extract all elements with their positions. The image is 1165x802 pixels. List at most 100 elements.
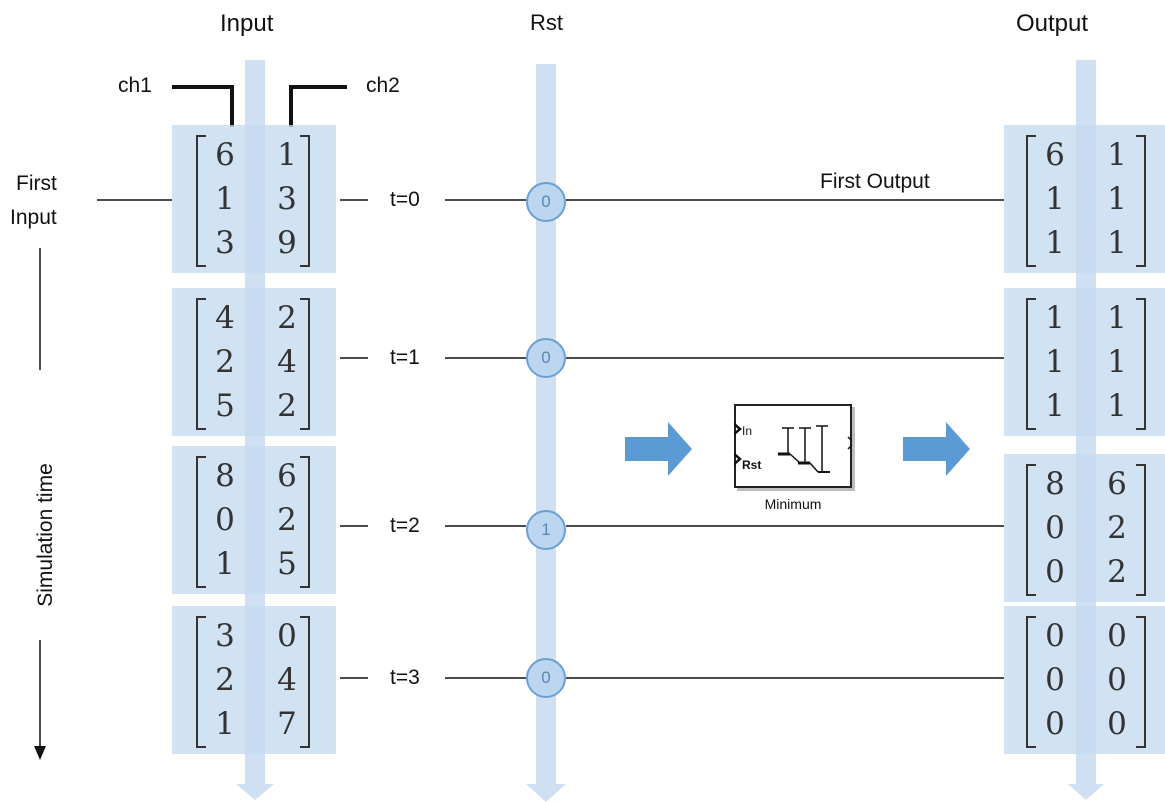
block-port-rst: Rst (742, 458, 762, 472)
matrix-column-ch2: 2 4 2 (264, 288, 310, 436)
output-timeline-arrowhead (1068, 784, 1104, 800)
bracket-right (300, 456, 310, 588)
matrix-cell: 7 (277, 706, 297, 742)
rst-timeline (536, 64, 556, 788)
matrix-cell: 5 (277, 546, 297, 582)
matrix-cell: 1 (1107, 225, 1127, 261)
matrix-column-ch1: 3 2 1 (202, 606, 248, 754)
matrix-column-ch2: 0 4 7 (264, 606, 310, 754)
matrix-cell: 6 (1107, 466, 1127, 502)
output-header: Output (1016, 10, 1089, 37)
bracket-right (300, 616, 310, 748)
output-matrix-t1: 1 1 1 1 1 1 (1004, 288, 1165, 436)
matrix-cell: 3 (215, 225, 235, 261)
matrix-cell: 0 (215, 502, 235, 538)
input-matrix-t1: 4 2 5 2 4 2 (172, 288, 336, 436)
matrix-cell: 0 (1045, 618, 1065, 654)
matrix-cell: 1 (1045, 225, 1065, 261)
matrix-column-ch2: 1 3 9 (264, 125, 310, 273)
input-matrix-t2: 8 0 1 6 2 5 (172, 446, 336, 594)
matrix-cell: 0 (1045, 554, 1065, 590)
matrix-cell: 4 (277, 344, 297, 380)
matrix-cell: 4 (277, 662, 297, 698)
ch2-connector (289, 85, 347, 127)
matrix-cell: 1 (1107, 344, 1127, 380)
matrix-cell: 2 (215, 662, 235, 698)
matrix-cell: 6 (1045, 137, 1065, 173)
matrix-column-ch2: 6 2 5 (264, 446, 310, 594)
matrix-cell: 1 (1045, 181, 1065, 217)
bracket-left (196, 135, 206, 267)
minimum-block-label: Minimum (764, 496, 822, 512)
time-label-t3: t=3 (390, 666, 420, 689)
ch1-label: ch1 (118, 74, 152, 97)
matrix-column-ch1: 6 1 1 (1032, 125, 1078, 273)
matrix-cell: 1 (277, 137, 297, 173)
minimum-block: In Rst (734, 404, 852, 488)
matrix-cell: 8 (215, 458, 235, 494)
matrix-cell: 0 (1045, 510, 1065, 546)
bracket-right (300, 298, 310, 430)
ch1-connector (172, 85, 234, 127)
matrix-cell: 1 (1107, 388, 1127, 424)
input-matrix-t3: 3 2 1 0 4 7 (172, 606, 336, 754)
time-label-t0: t=0 (390, 188, 420, 211)
matrix-cell: 2 (277, 502, 297, 538)
block-port-in: In (742, 424, 753, 438)
matrix-column-ch2: 6 2 2 (1094, 454, 1140, 602)
matrix-cell: 1 (1045, 388, 1065, 424)
matrix-cell: 9 (277, 225, 297, 261)
rst-value-t3: 0 (526, 658, 566, 698)
matrix-cell: 1 (1045, 344, 1065, 380)
simulation-time-label: Simulation time (34, 463, 57, 607)
output-matrix-t0: 6 1 1 1 1 1 (1004, 125, 1165, 273)
matrix-column-ch1: 0 0 0 (1032, 606, 1078, 754)
bracket-right (1136, 464, 1146, 596)
matrix-cell: 3 (277, 181, 297, 217)
matrix-column-ch1: 6 1 3 (202, 125, 248, 273)
matrix-cell: 8 (1045, 466, 1065, 502)
input-header: Input (220, 10, 274, 37)
matrix-cell: 1 (1045, 300, 1065, 336)
matrix-cell: 0 (277, 618, 297, 654)
rst-value-t2: 1 (526, 510, 566, 550)
matrix-cell: 0 (1045, 662, 1065, 698)
rst-header: Rst (530, 10, 563, 35)
flow-arrow-left (625, 422, 692, 476)
matrix-cell: 2 (215, 344, 235, 380)
matrix-cell: 6 (277, 458, 297, 494)
bracket-left (196, 616, 206, 748)
matrix-cell: 1 (215, 706, 235, 742)
bracket-right (1136, 298, 1146, 430)
first-output-label: First Output (820, 170, 930, 193)
first-input-label-line1: First (16, 172, 57, 195)
bracket-left (1026, 298, 1036, 430)
matrix-cell: 1 (1107, 137, 1127, 173)
matrix-cell: 4 (215, 300, 235, 336)
matrix-column-ch1: 8 0 0 (1032, 454, 1078, 602)
matrix-cell: 2 (277, 300, 297, 336)
first-input-label-line2: Input (10, 206, 57, 229)
bracket-left (196, 298, 206, 430)
bracket-right (1136, 135, 1146, 267)
matrix-cell: 2 (1107, 554, 1127, 590)
matrix-cell: 0 (1107, 706, 1127, 742)
matrix-cell: 1 (215, 181, 235, 217)
matrix-column-ch1: 1 1 1 (1032, 288, 1078, 436)
output-matrix-t3: 0 0 0 0 0 0 (1004, 606, 1165, 754)
bracket-left (1026, 135, 1036, 267)
matrix-cell: 6 (215, 137, 235, 173)
input-matrix-t0: 6 1 3 1 3 9 (172, 125, 336, 273)
matrix-column-ch2: 1 1 1 (1094, 125, 1140, 273)
time-label-t1: t=1 (390, 346, 420, 369)
matrix-cell: 0 (1107, 662, 1127, 698)
matrix-column-ch1: 8 0 1 (202, 446, 248, 594)
bracket-right (300, 135, 310, 267)
input-timeline-arrowhead (236, 784, 274, 800)
matrix-column-ch2: 1 1 1 (1094, 288, 1140, 436)
bracket-left (1026, 616, 1036, 748)
matrix-cell: 1 (1107, 181, 1127, 217)
matrix-cell: 5 (215, 388, 235, 424)
matrix-cell: 2 (1107, 510, 1127, 546)
